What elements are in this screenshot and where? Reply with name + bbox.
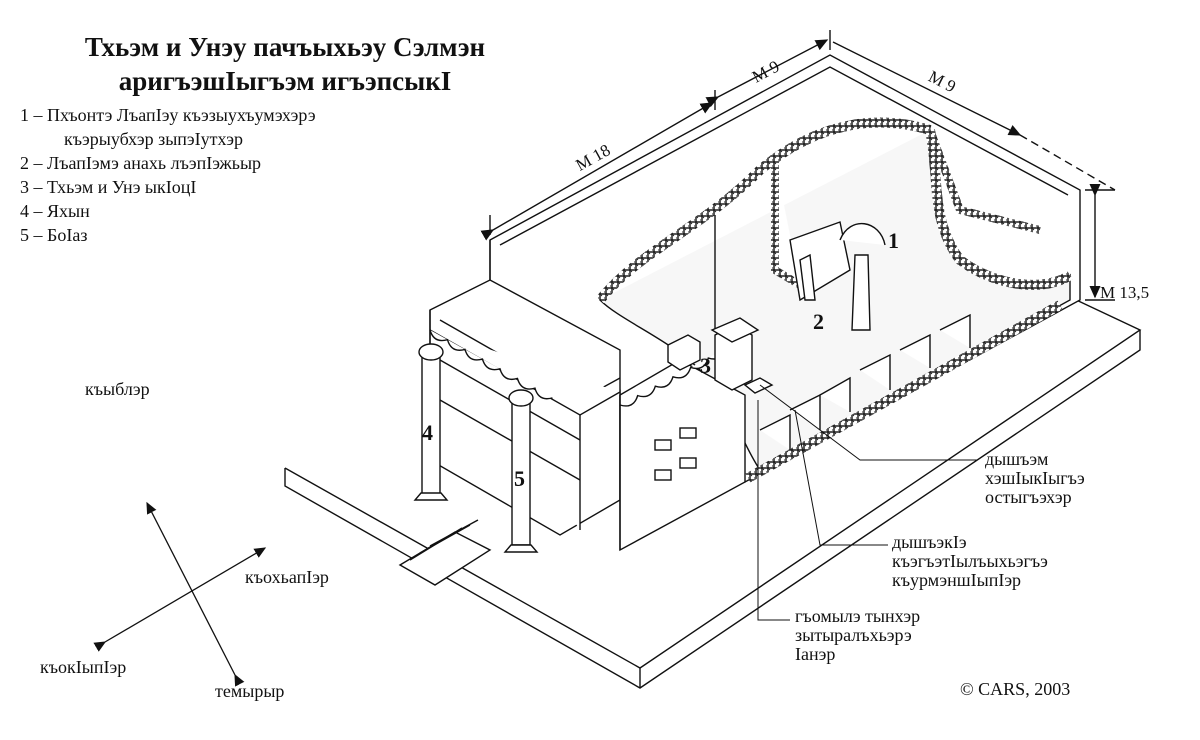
altar <box>667 317 774 394</box>
legend-item-2: 2 – ЛъапIэмэ анахь лъэпIэжьыр <box>20 153 262 173</box>
compass-east: къохьапIэр <box>245 567 329 587</box>
pillar-boaz <box>503 389 539 553</box>
compass-south: темырыр <box>215 681 285 701</box>
compass-arrows <box>93 501 267 687</box>
legend-item-1: 1 – Пхъонтэ ЛъапIэу къэзыухъумэхэрэ <box>20 105 316 125</box>
dimension-height: М 13,5 <box>1100 283 1150 302</box>
marker-2: 2 <box>813 309 824 334</box>
side-chambers <box>759 313 971 450</box>
legend-item-4: 4 – Яхын <box>20 201 90 221</box>
legend-item-1-cont: къэрыубхэр зыпэIутхэр <box>64 129 244 149</box>
marker-4: 4 <box>422 420 433 445</box>
title-line-2: аригъэшIыгъэм игъэпсыкI <box>118 66 452 96</box>
compass-north: къыблэр <box>85 379 150 399</box>
legend-item-3: 3 – Тхьэм и Унэ ыкIоцI <box>20 177 197 197</box>
stairs <box>398 519 492 586</box>
callout-leaders <box>757 384 978 621</box>
compass-west: къокIыпIэр <box>40 657 127 677</box>
marker-3: 3 <box>700 353 711 378</box>
diagram-title: Тхьэм и Унэу пачъыхьэу Сэлмэн аригъэшIыг… <box>60 30 510 98</box>
legend-item-5: 5 – БоIаз <box>20 225 88 245</box>
marker-5: 5 <box>514 466 525 491</box>
copyright: © CARS, 2003 <box>960 679 1071 699</box>
pillar-jachin <box>413 343 449 501</box>
marker-1: 1 <box>888 228 899 253</box>
title-line-1: Тхьэм и Унэу пачъыхьэу Сэлмэн <box>84 32 486 62</box>
dimension-lines <box>480 30 1116 301</box>
legend: 1 – Пхъонтэ ЛъапIэу къэзыухъумэхэрэ къэр… <box>20 103 316 247</box>
